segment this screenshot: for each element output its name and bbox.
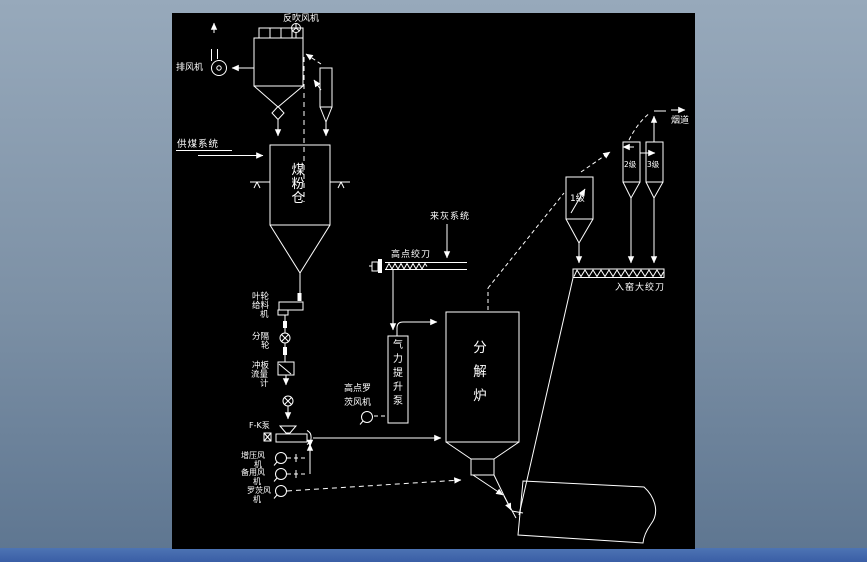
silo-label-char2: 粉 [291,177,304,192]
fan-hub-icon [216,65,222,71]
pump-body [275,433,308,443]
standby-fan-label-1: 备用风 [241,467,265,477]
booster-fan-label-2: 机 [254,459,262,469]
cyclone-stage3: 3级 [645,141,664,264]
booster-fan: 增压风 机 [241,450,287,469]
coal-supply-leader: 供煤系统 [176,138,264,159]
highpoint-roots-fan: 高点罗 茨风机 [344,382,387,425]
kiln-screw-conveyor: 入窑大绞刀 [518,268,665,516]
standby-fan-label-2: 机 [253,476,261,486]
silo-support-right [337,181,345,189]
kiln-body [517,480,657,544]
exhaust-fan-label: 排风机 [176,61,203,73]
cyclone-stage1: 1级 [565,151,611,264]
impeller-feeder: 叶轮 给料 机 [252,273,304,320]
calciner: 分 解 炉 [445,192,565,519]
calciner-char3: 炉 [473,388,487,404]
highpoint-screw-conveyor: 高点绞刀 [369,248,467,331]
exhaust-fan: 排风机 [176,22,254,76]
fk-pump-label: F-K泵 [249,421,270,430]
impeller-feeder-label-3: 机 [260,309,269,320]
roots-fan-label-2: 机 [253,494,261,504]
bag-filter [253,27,322,137]
highpoint-roots-label-2: 茨风机 [344,396,371,408]
divider-wheel-valve: 分隔 轮 [252,315,291,351]
flue-duct: 烟道 [628,106,689,142]
discharge-valve-icon [271,105,285,121]
airlift-char2: 力 [393,352,403,365]
roots-fan-icon [275,485,287,497]
highpoint-screw-label: 高点绞刀 [391,248,431,260]
cyclone3-label: 3级 [647,159,660,169]
flowmeter-label-2: 流量 [251,369,269,380]
calciner-char1: 分 [473,340,487,356]
calciner-gas-duct [487,192,565,289]
roots-fan: 罗茨风 机 [247,485,287,504]
kiln-feed-chute [518,277,574,516]
standby-fan-icon [275,468,287,480]
flowmeter-label-3: 计 [260,378,269,389]
highpoint-roots-icon [361,411,373,423]
cyclone2-label: 2级 [624,159,637,169]
booster-fan-icon [275,452,287,464]
calciner-outlet [470,458,495,476]
calciner-char2: 解 [473,364,487,380]
cyclone-to-filter-duct [305,53,322,65]
ash-intake: 来灰系统 [430,210,470,259]
airlift-char3: 提 [393,367,403,379]
pump-inlet-funnel [278,425,298,434]
booster-fan-label-1: 增压风 [241,450,265,460]
silo-support-left [253,181,261,189]
pump-motor-icon [263,432,272,442]
coal-supply-label: 供煤系统 [177,138,219,150]
pump-nozzle [306,430,312,445]
coal-silo: 煤 粉 仓 [250,144,350,274]
screw-motor-icon [371,261,379,272]
standby-fan: 备用风 机 [241,467,287,486]
airlift-pump: 气 力 提 升 泵 [387,318,438,424]
silo-label-char3: 仓 [291,191,304,206]
cyclone1-label: 1级 [570,192,585,204]
screw-flights [385,262,428,271]
impeller-feeder-label-2: 给料 [252,300,270,311]
roots-air-line [286,477,462,492]
roots-fan-label-1: 罗茨风 [247,485,271,495]
airlift-char1: 气 [393,338,403,351]
impact-plate-icon [278,363,292,375]
flue-label: 烟道 [671,114,689,126]
divider-wheel-label-2: 轮 [261,340,270,351]
kiln-screw-label: 入窑大绞刀 [615,281,665,293]
bottom-bar [0,548,867,562]
flowmeter-label-1: 冲板 [252,360,270,371]
vent-cyclone [319,67,333,137]
fk-pump: F-K泵 [249,421,442,447]
blowback-fan-label: 反吹风机 [283,12,319,24]
ash-system-label: 来灰系统 [430,210,470,222]
airlift-char5: 泵 [393,395,403,407]
impact-flowmeter: 冲板 流量 计 [251,343,295,420]
fan-body-icon [211,60,227,76]
blowback-fan: 反吹风机 [283,12,319,38]
cyclone-stage2: 2级 [622,141,656,264]
airlift-char4: 升 [393,381,403,393]
silo-label-char1: 煤 [291,163,304,178]
screw-hatch [573,268,664,278]
conveying-air-blowers: 增压风 机 备用风 机 罗茨风 机 [241,443,462,504]
highpoint-roots-label-1: 高点罗 [344,382,371,394]
cad-canvas[interactable] [172,13,695,549]
impeller-feeder-label-1: 叶轮 [252,291,270,302]
divider-wheel-label-1: 分隔 [252,332,270,342]
airlift-to-calciner-line [396,318,438,336]
rotary-kiln [517,480,657,544]
